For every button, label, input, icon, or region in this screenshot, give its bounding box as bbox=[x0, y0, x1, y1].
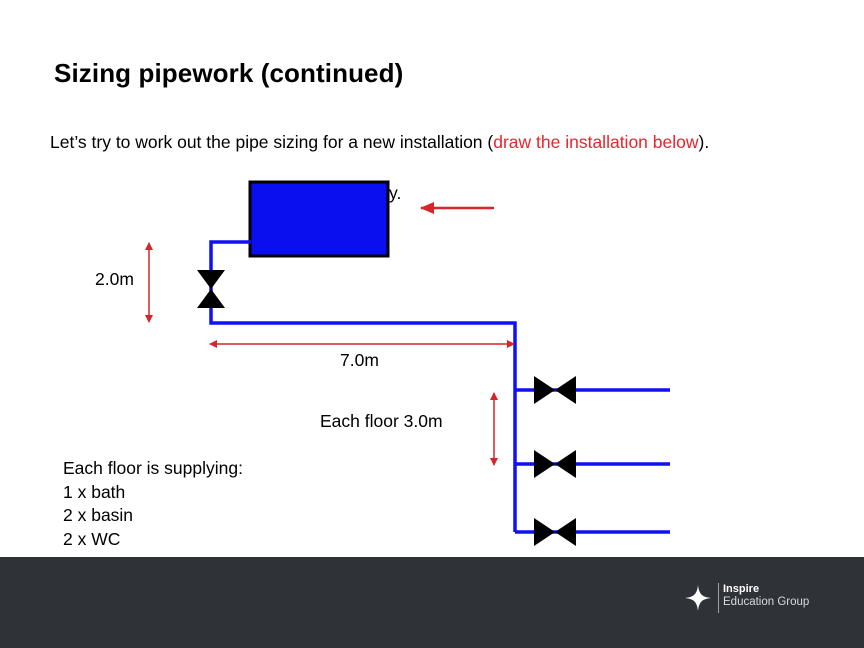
valve-icon bbox=[534, 518, 576, 546]
pipe-network bbox=[209, 240, 670, 534]
intro-prefix: Let’s try to work out the pipe sizing fo… bbox=[50, 132, 494, 152]
supply-list: Each floor is supplying: 1 x bath 2 x ba… bbox=[63, 457, 243, 551]
footer-bar bbox=[0, 557, 864, 648]
floor-height-label: Each floor 3.0m bbox=[320, 411, 443, 431]
tank-trailing-text: y. bbox=[389, 183, 402, 203]
logo-line-1: Inspire bbox=[723, 583, 760, 595]
intro-text: Let’s try to work out the pipe sizing fo… bbox=[50, 132, 709, 153]
logo-divider bbox=[718, 583, 719, 613]
cold-water-tank bbox=[248, 180, 390, 258]
star-icon bbox=[685, 585, 711, 611]
intro-suffix: ). bbox=[698, 132, 710, 152]
intro-highlight: draw the installation below bbox=[493, 132, 699, 152]
pipe-tank-outlet bbox=[209, 240, 517, 532]
list-item: 1 x bath bbox=[63, 481, 126, 502]
pipework-diagram bbox=[145, 180, 670, 546]
supply-heading: Each floor is supplying: bbox=[63, 458, 243, 478]
inspire-logo: Inspire Education Group bbox=[685, 583, 825, 615]
slide-title: Sizing pipework (continued) bbox=[54, 58, 404, 88]
logo-line-2: Education Group bbox=[723, 596, 810, 608]
valve-icon bbox=[534, 376, 576, 404]
valve-icon bbox=[534, 450, 576, 478]
height-label: 2.0m bbox=[95, 269, 134, 289]
run-label: 7.0m bbox=[340, 350, 379, 370]
valve-icon bbox=[197, 270, 225, 308]
list-item: 2 x basin bbox=[63, 505, 134, 525]
list-item: 2 x WC bbox=[63, 528, 121, 549]
